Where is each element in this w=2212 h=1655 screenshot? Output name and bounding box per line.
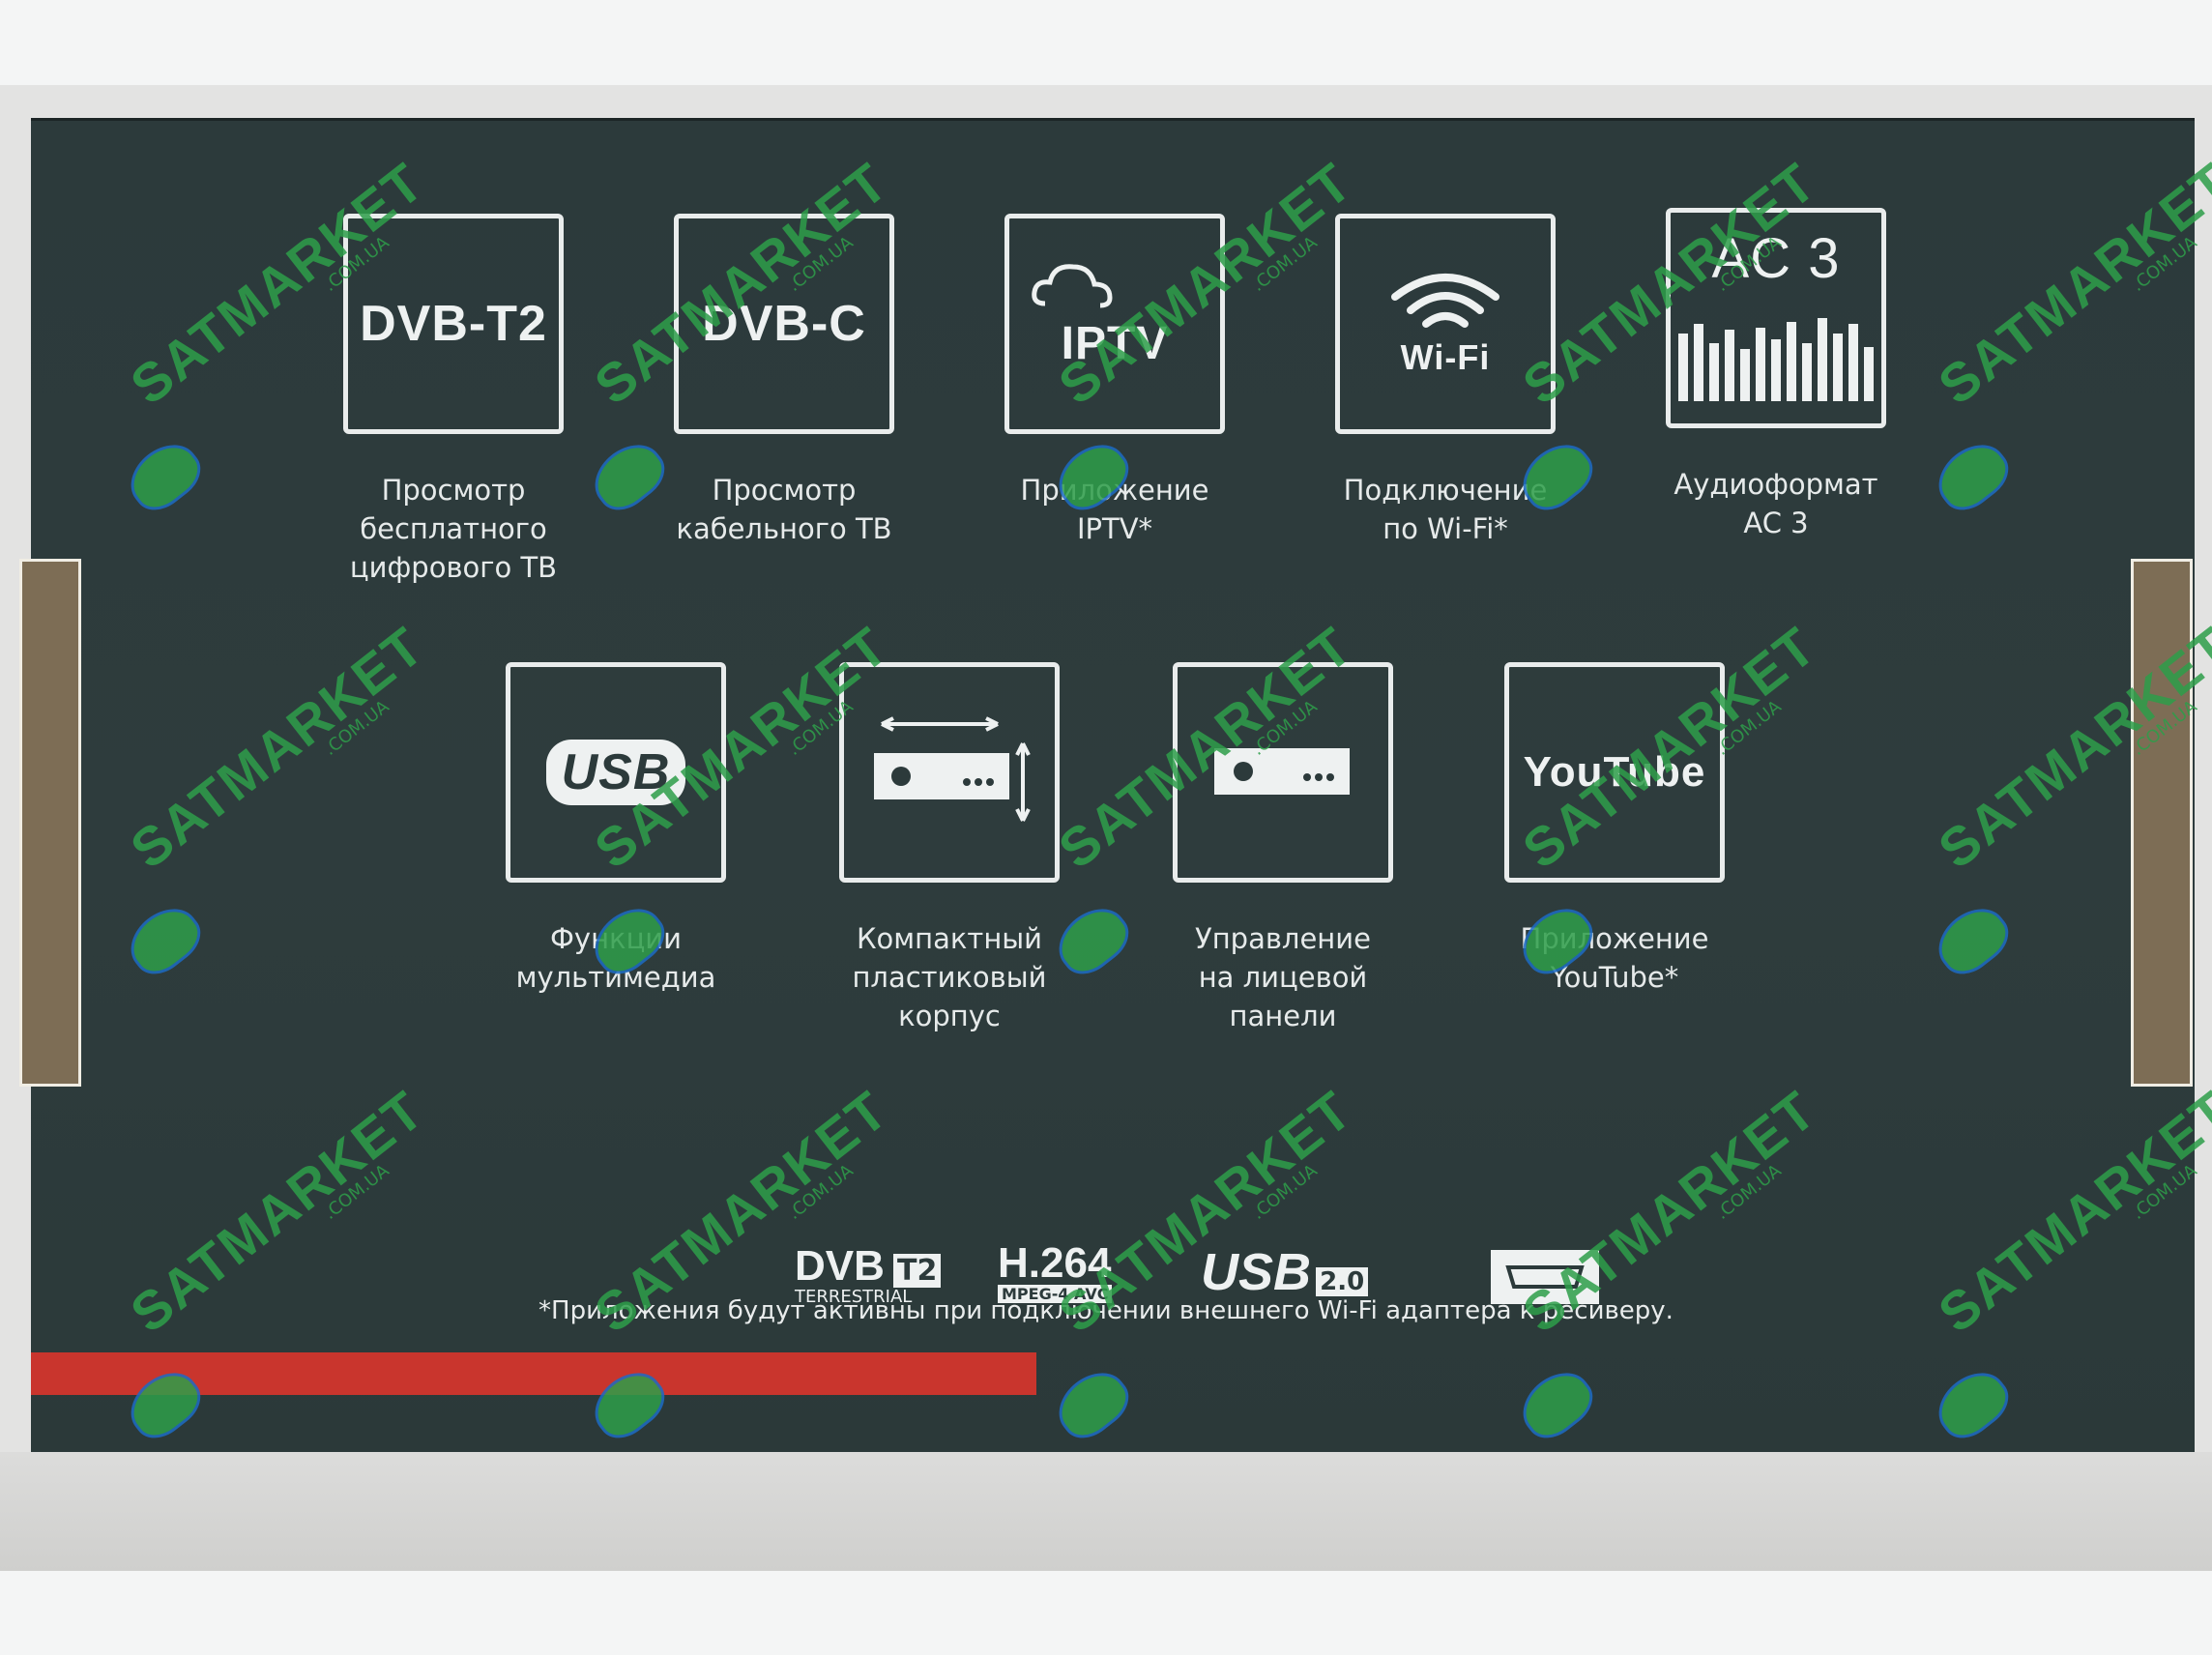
dvb-c-tile: DVB-C (674, 214, 894, 434)
cloud-icon (1032, 264, 1113, 308)
left-flap (19, 559, 81, 1087)
youtube-label: YouTube (1523, 748, 1706, 796)
iptv-label: IPTV (1061, 317, 1169, 369)
hdmi-icon (1491, 1250, 1599, 1304)
wifi-tile: Wi-Fi (1335, 214, 1556, 434)
usb-label: USB (545, 740, 686, 805)
dvb-c-caption: Просмотр кабельного ТВ (676, 474, 892, 545)
receiver-size-icon (874, 716, 1031, 822)
youtube-caption: Приложение YouTube* (1520, 922, 1709, 994)
ac3-tile: AC 3 (1666, 208, 1886, 428)
usb2-logo: USB 2.0 (1201, 1242, 1369, 1310)
t2-logo-text: T2 (893, 1254, 942, 1288)
wifi-icon (1391, 274, 1499, 328)
feature-ac3: AC 3 Аудиоформат AC 3 (1616, 208, 1936, 542)
front-panel-tile (1173, 662, 1393, 883)
hdmi-logo (1491, 1250, 1599, 1318)
dvb-t2-caption: Просмотр бесплатного цифрового ТВ (349, 474, 558, 584)
wifi-label: Wi-Fi (1400, 337, 1491, 377)
dvb-t2-logo: DVB T2 TERRESTRIAL (795, 1242, 942, 1310)
iptv-caption: Приложение IPTV* (1020, 474, 1209, 545)
iptv-tile: IPTV (1004, 214, 1225, 434)
dvb-t2-tile: DVB-T2 (343, 214, 564, 434)
feature-usb: USB Функции мультимедиа (456, 662, 775, 997)
red-stripe (31, 1352, 1036, 1395)
ac3-caption: Аудиоформат AC 3 (1674, 468, 1878, 539)
usb-tile: USB (506, 662, 726, 883)
front-panel-caption: Управление на лицевой панели (1195, 922, 1371, 1032)
compact-tile (839, 662, 1060, 883)
feature-dvb-c: DVB-C Просмотр кабельного ТВ (625, 214, 944, 548)
usb2-text: USB (1201, 1243, 1312, 1301)
dvb-logo-text: DVB (795, 1242, 885, 1290)
wifi-caption: Подключение по Wi-Fi* (1343, 474, 1548, 545)
box-panel: DVB-T2 Просмотр бесплатного цифрового ТВ… (31, 118, 2195, 1455)
h264-text: H.264 (998, 1239, 1112, 1287)
usb-caption: Функции мультимедиа (515, 922, 716, 994)
usb2-ver-text: 2.0 (1316, 1267, 1369, 1296)
youtube-tile: YouTube (1504, 662, 1725, 883)
feature-youtube: YouTube Приложение YouTube* (1455, 662, 1774, 997)
compact-caption: Компактный пластиковый корпус (852, 922, 1047, 1032)
dvb-c-label: DVB-C (702, 296, 866, 352)
h264-logo: H.264 MPEG-4 AVC (998, 1239, 1113, 1310)
ac3-label: AC 3 (1711, 227, 1841, 290)
feature-front-panel: Управление на лицевой панели (1123, 662, 1442, 1035)
mpeg-text: MPEG-4 AVC (998, 1285, 1113, 1303)
feature-iptv: IPTV Приложение IPTV* (955, 214, 1274, 548)
feature-wifi: Wi-Fi Подключение по Wi-Fi* (1286, 214, 1605, 548)
right-flap (2131, 559, 2193, 1087)
feature-compact: Компактный пластиковый корпус (790, 662, 1109, 1035)
footnote: *Приложения будут активны при подключени… (538, 1296, 1674, 1325)
box-bottom-edge (0, 1452, 2212, 1571)
equalizer-icon (1678, 318, 1874, 401)
dvb-t2-label: DVB-T2 (360, 296, 547, 352)
feature-dvb-t2: DVB-T2 Просмотр бесплатного цифрового ТВ (294, 214, 613, 587)
product-box: DVB-T2 Просмотр бесплатного цифрового ТВ… (0, 85, 2212, 1571)
receiver-icon (1214, 748, 1350, 795)
terrestrial-text: TERRESTRIAL (795, 1287, 913, 1307)
